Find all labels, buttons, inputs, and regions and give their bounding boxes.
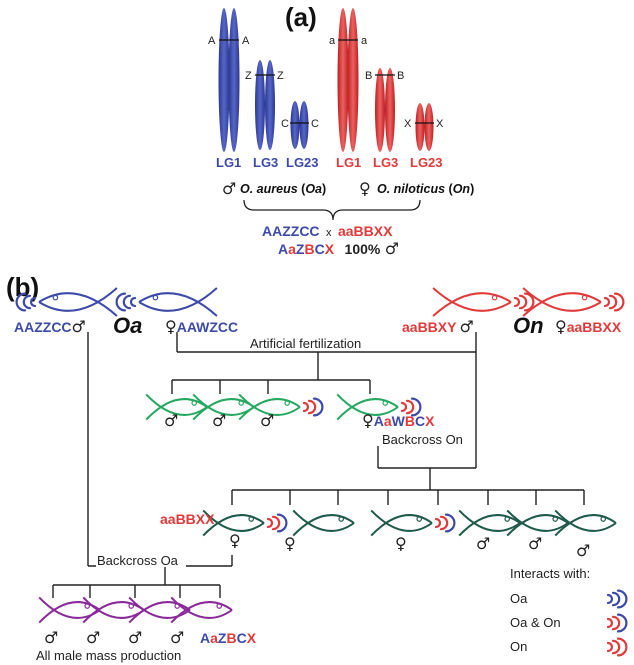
female-symbol: ♀: [359, 179, 371, 198]
final-fish-icon: [128, 596, 191, 624]
lg-label: LG1: [336, 155, 361, 170]
chromosome: [255, 60, 265, 150]
gene-label: A: [208, 35, 216, 47]
legend-item-both: Oa & On: [510, 615, 561, 630]
chromosome: [299, 101, 309, 149]
panel-a-label: (a): [285, 2, 317, 32]
final-genotype: AaZBCX: [200, 630, 257, 646]
gene-label: C: [281, 118, 289, 130]
backcross-fish-icon: [458, 509, 521, 537]
gene-label: C: [311, 118, 319, 130]
male-symbol: ♂: [528, 534, 542, 553]
chromosome: [347, 8, 359, 152]
oa-female-genotype: ♀AAWZCC: [165, 317, 238, 336]
production-label: All male mass production: [36, 648, 181, 663]
cross-brace: [243, 199, 421, 221]
chromosome: [385, 68, 395, 152]
lg-label: LG23: [286, 155, 319, 170]
hybrid-fish-icon: [238, 393, 324, 421]
chromosome: [415, 103, 425, 151]
lg-label: LG3: [373, 155, 398, 170]
male-symbol: ♂: [212, 411, 226, 430]
fish-layer: [15, 287, 625, 624]
backcross-fish-icon: [554, 509, 617, 537]
lg-label: LG1: [216, 155, 241, 170]
panel-b-label: (b): [6, 272, 39, 302]
gene-label: a: [329, 35, 336, 47]
male-symbol: ♂: [260, 411, 274, 430]
oa-label: Oa: [113, 313, 142, 338]
lg-label: LG23: [410, 155, 443, 170]
chromosome: [228, 8, 240, 152]
male-symbol: ♂: [476, 534, 490, 553]
on-male-genotype: aaBBXY♂: [402, 317, 474, 336]
oa-male-fish-icon: [15, 287, 118, 317]
backcross-fish-icon: [506, 509, 569, 537]
legend-on-waves-icon: [606, 637, 628, 657]
legend-item-oa: Oa: [510, 591, 528, 606]
oa-species-label: O. aureus (Oa): [240, 182, 326, 196]
final-fish-icon: [82, 596, 145, 624]
final-fish-icon: [170, 596, 233, 624]
final-fish-icon: [38, 596, 101, 624]
legend-title: Interacts with:: [510, 566, 590, 581]
on-chromosomes: [337, 8, 434, 152]
backcross-fish-icon: [202, 509, 288, 537]
male-symbol: ♂: [164, 411, 178, 430]
chromosome: [218, 8, 230, 152]
on-female-fish-icon: [522, 287, 625, 317]
backcross-on-label: Backcross On: [382, 432, 463, 447]
legend-item-on: On: [510, 639, 527, 654]
artificial-fertilization-label: Artificial fertilization: [250, 336, 361, 351]
on-label: On: [513, 313, 544, 338]
oa-female-fish-icon: [115, 287, 218, 317]
gene-label: B: [397, 70, 404, 82]
chromosome: [424, 103, 434, 151]
male-symbol: ♂: [576, 541, 590, 560]
f1-female-genotype: ♀AaWBCX: [362, 411, 435, 430]
gene-label: a: [361, 35, 368, 47]
chromosome: [337, 8, 349, 152]
legend: Interacts with: Oa Oa & On On: [510, 566, 628, 657]
male-symbol: ♂: [170, 628, 184, 647]
gene-label: A: [242, 35, 250, 47]
gene-label: X: [436, 118, 444, 130]
backcross-fish-icon: [292, 509, 355, 537]
legend-oa-waves-icon: [606, 589, 628, 609]
male-symbol: ♂: [222, 179, 236, 198]
bc-female-genotype: aaBBXX: [160, 511, 215, 527]
male-symbol: ♂: [86, 628, 100, 647]
gene-label: X: [404, 118, 412, 130]
hybrid-fish-icon: [145, 393, 208, 421]
hybrid-fish-icon: [336, 393, 422, 421]
on-female-genotype: ♀aaBBXX: [555, 317, 622, 336]
male-symbol: ♂: [128, 628, 142, 647]
lg-label: LG3: [253, 155, 278, 170]
gene-label: Z: [277, 70, 284, 82]
female-symbol: ♀: [229, 531, 241, 550]
chromosome: [265, 60, 275, 150]
female-symbol: ♀: [284, 534, 296, 553]
legend-both-waves-icon: [606, 613, 628, 633]
backcross-oa-label: Backcross Oa: [97, 553, 179, 568]
oa-male-genotype: AAZZCC♂: [14, 317, 86, 336]
gene-label: B: [365, 70, 372, 82]
on-species-label: O. niloticus (On): [377, 182, 474, 196]
female-symbol: ♀: [395, 534, 407, 553]
pedigree-lines: [52, 332, 585, 598]
gene-label: Z: [245, 70, 252, 82]
backcross-fish-icon: [370, 509, 456, 537]
oa-chromosomes: [218, 8, 309, 152]
offspring-line: AaZBCX 100% ♂: [278, 239, 399, 258]
chromosome: [375, 68, 385, 152]
cross-line: AAZZCC x aaBBXX: [262, 223, 393, 240]
on-male-fish-icon: [432, 287, 535, 317]
male-symbol: ♂: [44, 628, 58, 647]
chromosome: [290, 101, 300, 149]
